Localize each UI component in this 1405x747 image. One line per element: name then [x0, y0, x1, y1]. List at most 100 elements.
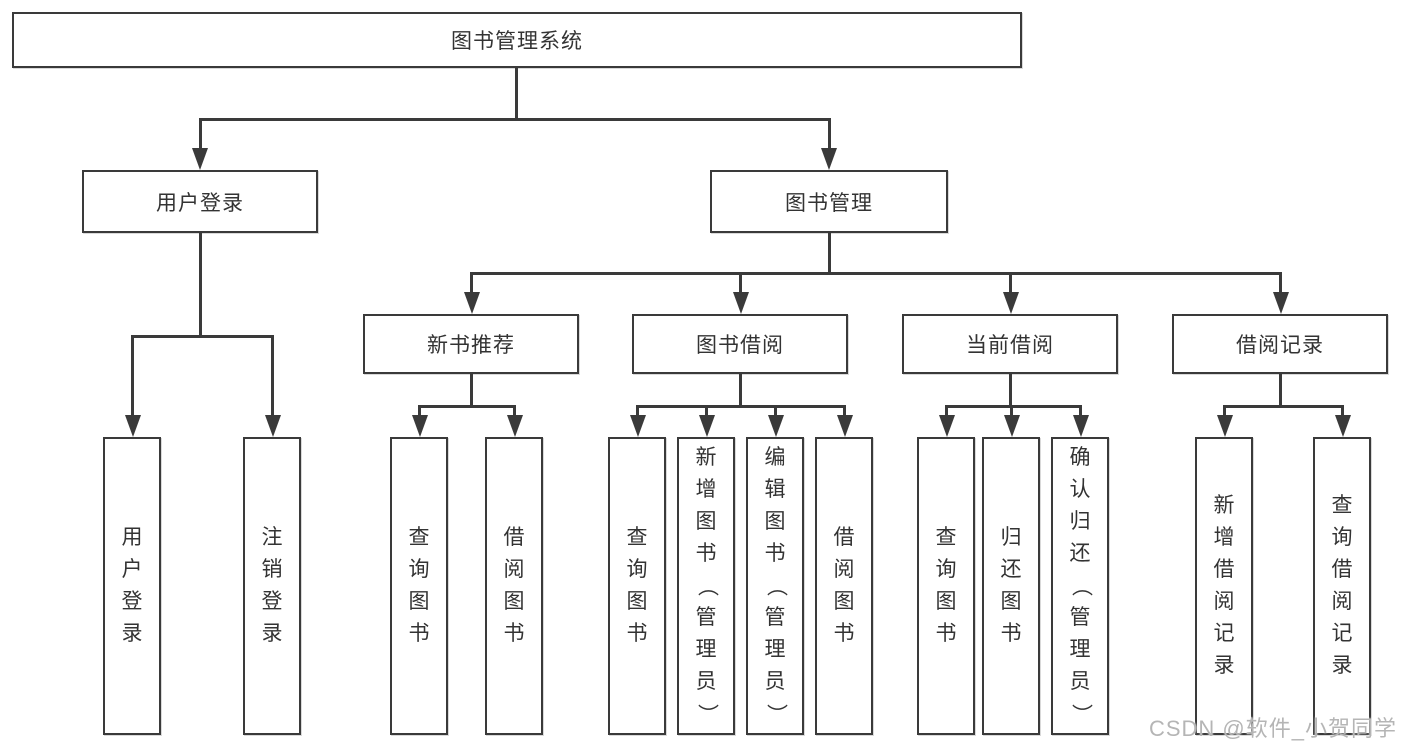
node-current-borrowing: 当前借阅	[902, 314, 1118, 374]
connector-drop-leaf-logout	[271, 335, 274, 419]
vertical-char: 书	[626, 622, 648, 645]
connector-root-stem	[515, 66, 518, 121]
vertical-char: 书	[1000, 622, 1022, 645]
vertical-char: （	[764, 575, 787, 597]
node-book-borrowing: 图书借阅	[632, 314, 848, 374]
vertical-char: 还	[1000, 558, 1022, 581]
connector-drop-borrow-books-rec	[513, 405, 516, 419]
vertical-char: 图	[626, 590, 648, 613]
vertical-char: 增	[1213, 526, 1235, 549]
node-borrowing-records: 借阅记录	[1172, 314, 1388, 374]
node-leaf-add-books-admin: 新增图书（管理员）	[677, 437, 735, 735]
vertical-char: 询	[1331, 526, 1353, 549]
vertical-char: 管	[764, 606, 786, 629]
connector-drop-return-books	[1010, 405, 1013, 419]
node-leaf-borrow-books-rec-label: 借阅图书	[487, 439, 541, 733]
vertical-char: 录	[261, 622, 283, 645]
arrowhead-return-books	[1004, 415, 1020, 437]
node-leaf-logout-label: 注销登录	[245, 439, 299, 733]
node-leaf-user-login: 用户登录	[103, 437, 161, 735]
connector-drop-new-book-recommendation	[470, 272, 473, 296]
csdn-watermark: CSDN @软件_小贺同学	[1148, 716, 1397, 741]
node-new-book-recommendation-label: 新书推荐	[427, 334, 515, 357]
vertical-char: 阅	[1213, 590, 1235, 613]
vertical-char: ）	[1069, 703, 1092, 725]
node-leaf-confirm-return-admin: 确认归还（管理员）	[1051, 437, 1109, 735]
vertical-char: 询	[626, 558, 648, 581]
node-leaf-query-borrow-record: 查询借阅记录	[1313, 437, 1371, 735]
node-leaf-add-borrow-record: 新增借阅记录	[1195, 437, 1253, 735]
node-leaf-return-books: 归还图书	[982, 437, 1040, 735]
node-leaf-logout: 注销登录	[243, 437, 301, 735]
vertical-char: 理	[695, 638, 717, 661]
connector-borrowing-records-bar	[1223, 405, 1344, 408]
vertical-char: 新	[1213, 494, 1235, 517]
node-leaf-query-books-borrow: 查询图书	[608, 437, 666, 735]
connector-drop-leaf-user-login	[131, 335, 134, 419]
connector-drop-add-borrow-record	[1223, 405, 1226, 419]
vertical-char: 阅	[1331, 590, 1353, 613]
connector-book-borrowing-stem	[739, 373, 742, 407]
vertical-char: 图	[764, 510, 786, 533]
vertical-char: 认	[1069, 478, 1091, 501]
vertical-char: 图	[503, 590, 525, 613]
vertical-char: 记	[1213, 622, 1235, 645]
connector-current-borrowing-bar	[945, 405, 1082, 408]
vertical-char: 员	[1069, 670, 1091, 693]
node-book-management: 图书管理	[710, 170, 948, 233]
vertical-char: 询	[935, 558, 957, 581]
arrowhead-current-borrowing	[1003, 292, 1019, 314]
node-leaf-add-borrow-record-label: 新增借阅记录	[1197, 439, 1251, 733]
connector-book-borrowing-bar	[636, 405, 846, 408]
connector-level2-bar	[199, 118, 831, 121]
node-leaf-return-books-label: 归还图书	[984, 439, 1038, 733]
vertical-char: 销	[261, 558, 283, 581]
vertical-char: ）	[695, 703, 718, 725]
vertical-char: 阅	[833, 558, 855, 581]
vertical-char: 借	[1331, 558, 1353, 581]
vertical-char: 确	[1069, 446, 1091, 469]
vertical-char: 登	[121, 590, 143, 613]
node-root-label: 图书管理系统	[451, 30, 583, 53]
vertical-char: 图	[695, 510, 717, 533]
vertical-char: 书	[764, 542, 786, 565]
vertical-char: 书	[503, 622, 525, 645]
vertical-char: 询	[408, 558, 430, 581]
node-leaf-confirm-return-admin-label: 确认归还（管理员）	[1053, 439, 1107, 733]
arrowhead-add-books-admin	[699, 415, 715, 437]
vertical-char: 借	[1213, 558, 1235, 581]
vertical-char: 管	[695, 606, 717, 629]
vertical-char: 理	[764, 638, 786, 661]
vertical-char: 查	[408, 526, 430, 549]
connector-drop-confirm-return-admin	[1079, 405, 1082, 419]
connector-drop-borrow-books	[843, 405, 846, 419]
connector-drop-current-borrowing	[1009, 272, 1012, 296]
node-leaf-query-books-rec: 查询图书	[390, 437, 448, 735]
vertical-char: 户	[121, 558, 143, 581]
arrowhead-borrow-books	[837, 415, 853, 437]
connector-drop-book-borrowing	[739, 272, 742, 296]
connector-new-book-recommendation-bar	[418, 405, 516, 408]
node-leaf-query-books-rec-label: 查询图书	[392, 439, 446, 733]
connector-drop-query-borrow-record	[1341, 405, 1344, 419]
vertical-char: 归	[1069, 510, 1091, 533]
vertical-char: 阅	[503, 558, 525, 581]
vertical-char: 书	[935, 622, 957, 645]
vertical-char: 借	[503, 526, 525, 549]
connector-drop-book-management	[828, 118, 831, 152]
vertical-char: 图	[1000, 590, 1022, 613]
node-leaf-borrow-books-label: 借阅图书	[817, 439, 871, 733]
connector-user-login-bar	[131, 335, 274, 338]
arrowhead-add-borrow-record	[1217, 415, 1233, 437]
arrowhead-new-book-recommendation	[464, 292, 480, 314]
arrowhead-query-borrow-record	[1335, 415, 1351, 437]
vertical-char: 新	[695, 446, 717, 469]
node-root: 图书管理系统	[12, 12, 1022, 68]
vertical-char: 书	[695, 542, 717, 565]
vertical-char: 注	[261, 526, 283, 549]
connector-drop-borrowing-records	[1279, 272, 1282, 296]
vertical-char: 用	[121, 526, 143, 549]
node-leaf-edit-books-admin: 编辑图书（管理员）	[746, 437, 804, 735]
node-leaf-borrow-books: 借阅图书	[815, 437, 873, 735]
